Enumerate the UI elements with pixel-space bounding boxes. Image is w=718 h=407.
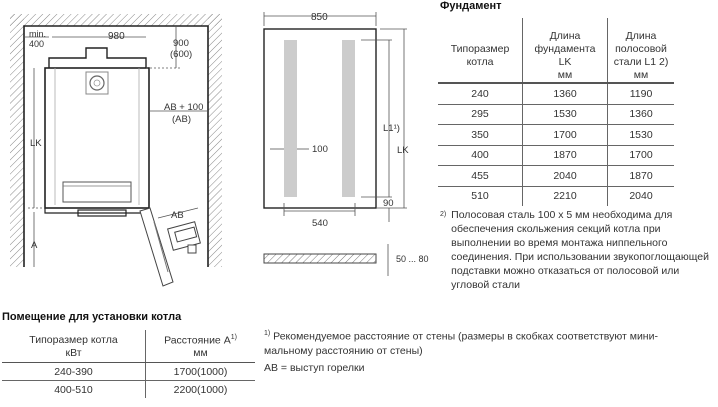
wall-hatching [10,14,222,267]
steel-strip-left [284,40,297,197]
boiler-outline [44,47,150,217]
dim-600-label: (600) [170,49,192,60]
dim-ab-paren-label: (AB) [172,114,191,125]
dim-400-label: 400 [29,39,44,49]
room-title: Помещение для установки котла [2,311,182,323]
dim-a-label: A [31,240,38,251]
dim-90-label: 90 [383,198,394,209]
burner-door-drawing [139,207,201,287]
dim-ab-label: AB [171,210,184,221]
dim-lk-label: LK [397,145,409,156]
foundation-footnote: 2) Полосовая сталь 100 x 5 мм необходима… [440,209,709,291]
dim-540-label: 540 [312,218,328,229]
dim-thickness-label: 50 ... 80 [396,254,429,264]
dim-100-label: 100 [312,144,328,155]
note-ab-burner: AB = выступ горелки [264,362,365,374]
foundation-plan-drawing: 850 L1¹) 100 LK 90 540 50 ... 80 [263,12,429,276]
note-recommended-distance: 1) Рекомендуемое расстояние от стены (ра… [264,330,658,357]
foundation-section [263,253,377,264]
dim-980-label: 980 [108,31,125,42]
dim-900-label: 900 [173,38,189,49]
foundation-slab [263,28,377,209]
dimension-lines [24,26,208,267]
steel-strip-right [342,40,355,197]
dim-min-label: min. [29,29,46,39]
footnote-text: Полосовая сталь 100 x 5 мм необходима дл… [451,209,709,291]
dim-ab100-label: AB + 100 [164,102,203,113]
dim-850-label: 850 [311,12,328,23]
col-header-distance-a: Расстояние A1)мм [145,330,255,363]
dim-lk-label: LK [30,138,42,149]
dim-l1-label: L1¹) [383,123,400,134]
foundation-title: Фундамент [440,0,502,12]
boiler-room-plan-drawing: min. 400 980 900 (600) AB + 100 (AB) LK … [10,14,222,287]
